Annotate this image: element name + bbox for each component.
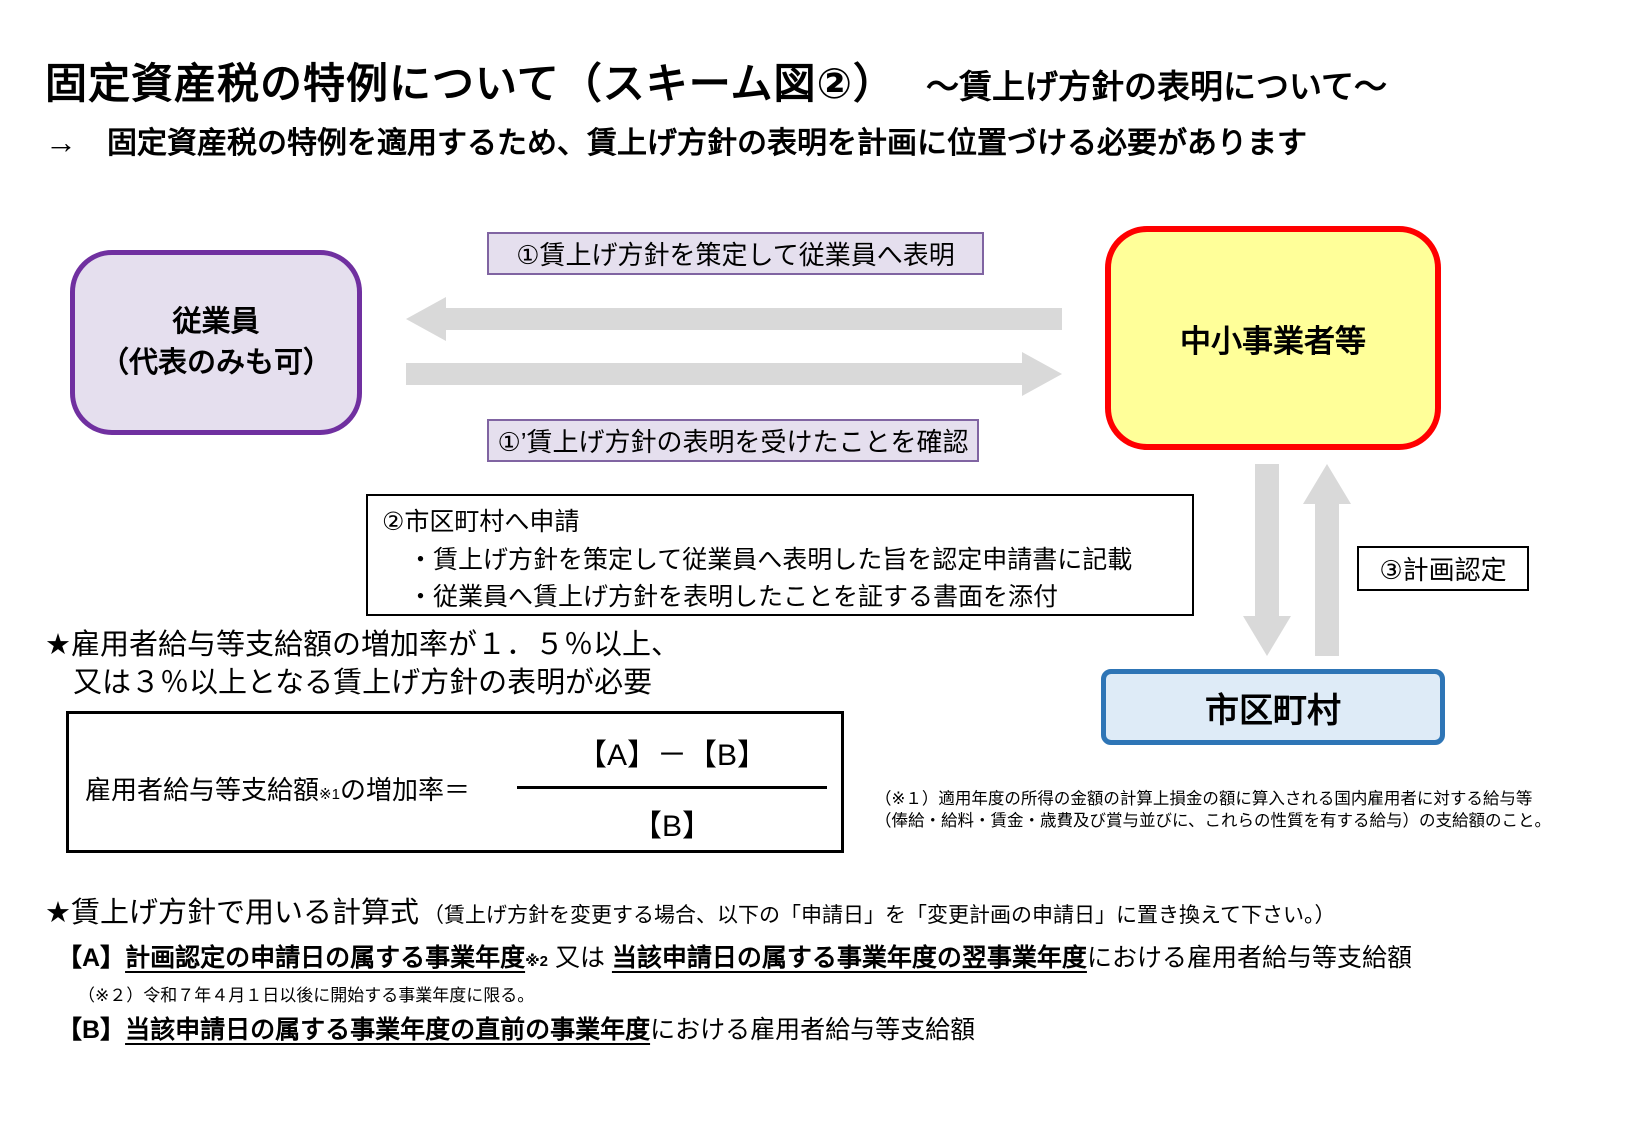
step1-confirm-text: ①’賃上げ方針の表明を受けたことを確認 <box>497 427 969 457</box>
step3-approval-label: ③計画認定 <box>1357 546 1529 591</box>
formula-label-main: 雇用者給与等支給額 <box>85 775 320 805</box>
item-b-suffix: における雇用者給与等支給額 <box>650 1016 976 1044</box>
footnote-1-line1: （※１）適用年度の所得の金額の計算上損金の額に算入される国内雇用者に対する給与等 <box>875 790 1533 808</box>
step3-approval-text: ③計画認定 <box>1379 555 1507 585</box>
calc-title-text: ★賃上げ方針で用いる計算式 <box>45 897 419 929</box>
formula-fraction: 【A】－【B】 【B】 <box>517 730 827 845</box>
arrow-down-head-icon <box>1243 616 1291 656</box>
formula-numerator: 【A】－【B】 <box>576 739 768 772</box>
page-title-suffix: ～賃上げ方針の表明について～ <box>926 68 1388 105</box>
calc-item-b: 【B】当該申請日の属する事業年度の直前の事業年度における雇用者給与等支給額 <box>57 1010 975 1046</box>
arrow-right-head-icon <box>1022 352 1062 396</box>
calc-title-note: （賃上げ方針を変更する場合、以下の「申請日」を「変更計画の申請日」に置き換えて下… <box>423 904 1336 927</box>
requirement-line1: ★雇用者給与等支給額の増加率が１．５％以上、 <box>45 629 680 661</box>
calc-section-title: ★賃上げ方針で用いる計算式 （賃上げ方針を変更する場合、以下の「申請日」を「変更… <box>45 889 1335 931</box>
employee-label-line1: 従業員 <box>172 305 260 338</box>
arrow-employee-to-sme <box>406 352 1062 396</box>
formula-denominator: 【B】 <box>631 810 712 843</box>
footnote-2: （※２）令和７年４月１日以後に開始する事業年度に限る。 <box>78 986 535 1005</box>
requirement-line2: 又は３％以上となる賃上げ方針の表明が必要 <box>73 666 653 699</box>
requirement-text: ★雇用者給与等支給額の増加率が１．５％以上、 又は３％以上となる賃上げ方針の表明… <box>45 627 680 702</box>
item-a-prefix: 【A】 <box>57 944 126 972</box>
page-title: 固定資産税の特例について（スキーム図②） ～賃上げ方針の表明について～ <box>45 50 1387 111</box>
arrow-sme-to-municipality <box>1243 464 1291 656</box>
right-arrow-icon: → <box>45 124 77 160</box>
employee-node: 従業員 （代表のみも可） <box>70 250 362 435</box>
step2-line2: ・賃上げ方針を策定して従業員へ表明した旨を認定申請書に記載 <box>408 545 1133 574</box>
item-a-term1: 計画認定の申請日の属する事業年度 <box>125 944 526 972</box>
fraction-line <box>517 786 827 789</box>
step2-line1: ②市区町村へ申請 <box>382 508 580 536</box>
item-b-term: 当該申請日の属する事業年度の直前の事業年度 <box>125 1016 651 1044</box>
footnote-1: （※１）適用年度の所得の金額の計算上損金の額に算入される国内雇用者に対する給与等… <box>875 788 1551 833</box>
item-b-prefix: 【B】 <box>57 1016 126 1044</box>
arrow-up-head-icon <box>1303 464 1351 504</box>
formula-box: 雇用者給与等支給額※1の増加率＝ 【A】－【B】 【B】 <box>66 711 844 853</box>
formula-note1-ref: ※1 <box>319 786 340 803</box>
arrow-left-head-icon <box>406 297 446 341</box>
step1-confirm-label: ①’賃上げ方針の表明を受けたことを確認 <box>487 419 979 462</box>
item-a-term2: 当該申請日の属する事業年度の翌事業年度 <box>611 944 1087 972</box>
arrow-right-body <box>406 363 1022 385</box>
formula-label: 雇用者給与等支給額※1の増加率＝ <box>85 770 470 807</box>
municipality-node: 市区町村 <box>1101 669 1445 745</box>
footnote-2-ref: ※2 <box>525 953 549 970</box>
step2-application-box: ②市区町村へ申請 ・賃上げ方針を策定して従業員へ表明した旨を認定申請書に記載 ・… <box>366 494 1194 616</box>
item-a-or: 又は <box>548 944 612 972</box>
calc-item-a: 【A】計画認定の申請日の属する事業年度※2 又は 当該申請日の属する事業年度の翌… <box>57 938 1412 974</box>
arrow-sme-to-employee <box>406 297 1062 341</box>
page-title-main: 固定資産税の特例について（スキーム図②） <box>45 60 897 107</box>
arrow-municipality-to-sme <box>1303 464 1351 656</box>
sme-node: 中小事業者等 <box>1105 226 1441 450</box>
footnote-1-line2: （俸給・給料・賃金・歳費及び賞与並びに、これらの性質を有する給与）の支給額のこと… <box>875 812 1552 831</box>
step2-line3: ・従業員へ賃上げ方針を表明したことを証する書面を添付 <box>408 583 1059 611</box>
employee-label-line2: （代表のみも可） <box>99 346 332 379</box>
page-subtitle: → 固定資産税の特例を適用するため、賃上げ方針の表明を計画に位置づける必要があり… <box>45 118 1307 162</box>
step1-declare-label: ①賃上げ方針を策定して従業員へ表明 <box>487 232 984 275</box>
page-subtitle-text: 固定資産税の特例を適用するため、賃上げ方針の表明を計画に位置づける必要があります <box>107 127 1307 160</box>
arrow-left-body <box>446 308 1062 330</box>
arrow-down-body <box>1255 464 1279 616</box>
arrow-up-body <box>1315 504 1339 656</box>
item-a-suffix: における雇用者給与等支給額 <box>1086 944 1412 972</box>
municipality-label: 市区町村 <box>1205 691 1341 730</box>
step1-declare-text: ①賃上げ方針を策定して従業員へ表明 <box>516 240 955 270</box>
sme-label: 中小事業者等 <box>1180 323 1366 359</box>
formula-label-rest: の増加率＝ <box>339 775 470 805</box>
